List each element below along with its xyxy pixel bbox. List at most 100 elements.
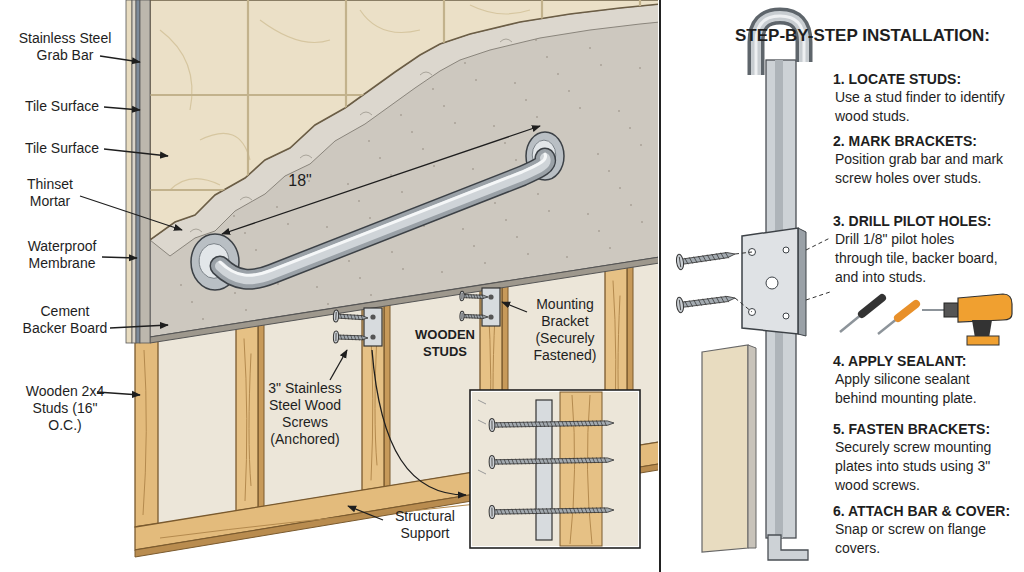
screw-thread: [476, 314, 478, 318]
board-texture: [433, 165, 435, 167]
board-texture: [180, 284, 182, 286]
screw-thread: [712, 297, 715, 304]
drill-battery: [967, 336, 999, 345]
grout-line: [639, 0, 641, 300]
leader-line: [100, 56, 140, 62]
screw-head: [333, 310, 339, 322]
screw-thread: [479, 315, 481, 319]
screw-thread: [350, 314, 352, 319]
board-texture: [358, 200, 360, 202]
screw-thread: [347, 335, 349, 340]
board-texture: [609, 247, 611, 249]
screw-slot: [491, 508, 492, 517]
stud-face: [236, 320, 258, 511]
screw-thread: [516, 459, 518, 465]
board-texture: [233, 215, 235, 217]
screw-thread: [689, 257, 693, 264]
screw-thread: [600, 457, 602, 463]
screw-thread: [554, 458, 556, 464]
tile-surface: [150, 0, 658, 240]
board-texture: [441, 271, 443, 273]
screw-shaft: [492, 508, 614, 514]
step-text: Apply silicone sealant behind mounting p…: [835, 370, 1005, 408]
screw-thread: [694, 256, 698, 263]
board-texture: [505, 219, 507, 221]
screw-thread: [596, 507, 598, 513]
board-texture: [401, 191, 403, 193]
screw-thread: [569, 458, 571, 464]
screw-thread: [712, 254, 716, 261]
board-texture: [191, 301, 193, 303]
panel-title: STEP-BY-STEP INSTALLATION:: [735, 26, 990, 46]
screw-thread: [698, 299, 701, 306]
board-texture: [234, 292, 236, 294]
wood-grain: [143, 350, 146, 515]
wall-illustration: [126, 0, 658, 557]
board-texture: [287, 223, 289, 225]
board-texture: [494, 202, 496, 204]
detail-leader: [372, 350, 466, 495]
edge-thinset-layer: [132, 0, 136, 343]
callout-label: Mounting Bracket (Securely Fastened): [525, 296, 605, 364]
screw-thread: [550, 458, 552, 464]
board-texture: [525, 99, 527, 101]
board-texture: [276, 206, 278, 208]
leader-line: [502, 302, 527, 312]
plate-hole: [783, 247, 789, 253]
screw-thread: [716, 297, 719, 304]
screw-thread: [689, 300, 692, 307]
leader-line: [348, 506, 383, 520]
screw-thread: [589, 421, 591, 427]
tools: [840, 294, 1012, 345]
screw-thread: [543, 508, 545, 514]
screw-thread: [474, 294, 476, 298]
screw-thread: [554, 508, 556, 514]
leader-line: [102, 257, 137, 258]
screw-thread: [357, 335, 359, 340]
screw-thread: [596, 420, 598, 426]
marble-vein: [260, 20, 330, 43]
screw-thread: [585, 458, 587, 464]
screw-thread: [577, 421, 579, 427]
screw-thread: [543, 421, 545, 427]
step-heading: 1. LOCATE STUDS:: [833, 70, 1021, 89]
screw-thread: [589, 508, 591, 514]
inset-bracket: [536, 400, 552, 540]
screw-thread: [531, 421, 533, 427]
board-texture: [514, 82, 516, 84]
wooden-stud: [236, 320, 264, 511]
marble-vein: [200, 133, 250, 160]
cement-backer-board: [150, 0, 658, 337]
screw-thread: [504, 509, 506, 515]
screw-thread: [516, 422, 518, 428]
screw-thread: [558, 458, 560, 464]
screw-slot: [679, 300, 680, 310]
screwdriver-handle: [898, 304, 916, 318]
screw-slot: [461, 313, 462, 319]
mounting-bracket: [364, 308, 382, 346]
callout-label: Waterproof Membrane: [14, 238, 110, 272]
alignment-dashes: [735, 238, 830, 312]
wood-grain: [375, 334, 377, 466]
screw-thread: [573, 458, 575, 464]
screw-thread: [600, 507, 602, 513]
board-texture: [516, 236, 518, 238]
board-texture: [640, 144, 642, 146]
screw-thread: [523, 459, 525, 465]
screw-thread: [347, 314, 349, 319]
screw-thread: [593, 457, 595, 463]
board-texture: [244, 232, 246, 234]
board-texture: [462, 228, 464, 230]
callout-label: 3" Stainless Steel Wood Screws (Anchored…: [260, 380, 350, 448]
board-texture: [473, 245, 475, 247]
board-texture: [546, 56, 548, 58]
board-texture: [370, 294, 372, 296]
panel-divider: [659, 0, 661, 572]
board-texture: [618, 110, 620, 112]
board-texture: [316, 286, 318, 288]
hook-highlight: [756, 16, 804, 75]
screw-thread: [476, 294, 478, 298]
screw-head: [489, 455, 495, 468]
board-texture: [537, 193, 539, 195]
board-texture: [326, 226, 328, 228]
